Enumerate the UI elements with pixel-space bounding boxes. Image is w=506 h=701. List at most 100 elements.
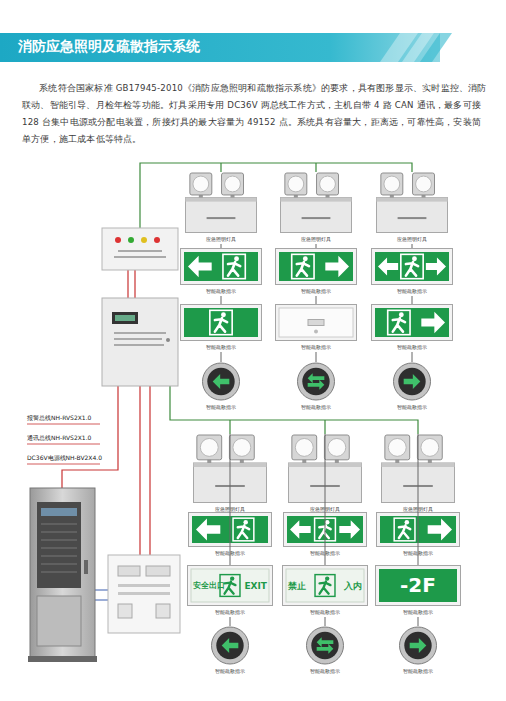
floor-indicator: 智能疏散指示: [294, 362, 338, 412]
emergency-lamp: 应急照明灯具: [376, 172, 448, 244]
floor-indicator: 智能疏散指示: [208, 626, 252, 676]
arrow-symbol: [317, 644, 334, 654]
arrow-symbol: [308, 373, 325, 383]
wire-connector: [325, 434, 326, 558]
device-caption: 智能疏散指示: [297, 666, 353, 676]
wire-label: 报警总线NH-RVS2X1.0: [27, 414, 91, 423]
device-drawing: [180, 304, 262, 341]
arrow-symbol: [410, 638, 427, 653]
device-drawing: [283, 512, 367, 547]
arrow-symbol: [428, 519, 452, 541]
arrow-symbol: [325, 256, 349, 277]
device-drawing: [275, 248, 357, 285]
device-drawing: [288, 434, 362, 503]
wire-connector: [418, 617, 419, 626]
evacuation-sign: 智能疏散指示: [275, 304, 357, 352]
arrow-symbol: [290, 520, 311, 539]
device-caption: 智能疏散指示: [277, 548, 373, 558]
emergency-lamp: 应急照明灯具: [381, 434, 455, 514]
arrow-symbol: [378, 257, 398, 275]
wire-connector: [325, 617, 326, 626]
wire-connector: [221, 352, 222, 362]
wire-connector: [412, 352, 413, 362]
sign-text: EXIT: [244, 580, 267, 592]
arrow-symbol: [339, 520, 360, 539]
arrow-symbol: [188, 256, 212, 277]
running-man-symbol: [223, 254, 245, 278]
evacuation-sign: -2F智能疏散指示: [375, 565, 461, 617]
running-man-symbol: [394, 518, 415, 541]
device-drawing: [376, 172, 448, 233]
device-drawing: [381, 434, 455, 503]
wire-connector: [316, 244, 317, 248]
arrow-symbol: [222, 638, 239, 653]
evacuation-sign: 智能疏散指示: [376, 512, 460, 558]
evacuation-sign: 安全出口EXIT智能疏散指示: [187, 565, 273, 617]
device-drawing: [390, 362, 434, 401]
device-caption: 智能疏散指示: [365, 286, 459, 296]
evacuation-sign: 智能疏散指示: [283, 512, 367, 558]
emergency-lamp: 应急照明灯具: [288, 434, 362, 514]
wire-connector: [316, 296, 317, 304]
wire-label: 通讯总线NH-RVS2X1.0: [27, 434, 91, 443]
arrow-symbol: [196, 519, 220, 541]
emergency-lamp: 应急照明灯具: [193, 434, 267, 514]
device-caption: 应急照明灯具: [179, 234, 263, 244]
emergency-lamp: 应急照明灯具: [185, 172, 257, 244]
device-drawing: [303, 626, 347, 665]
device-drawing: [294, 362, 338, 401]
sign-text: -2F: [379, 569, 457, 602]
device-caption: 智能疏散指示: [269, 286, 363, 296]
running-man-symbol: [292, 254, 314, 278]
device-caption: 智能疏散指示: [369, 607, 467, 617]
evacuation-sign: 智能疏散指示: [180, 304, 262, 352]
device-drawing: [275, 304, 357, 341]
device-drawing: [371, 304, 453, 341]
wire-label: DC36V电源线NH-BV2X4.0: [27, 454, 102, 463]
arrow-symbol: [421, 312, 445, 333]
wire-connector: [230, 558, 231, 565]
floor-indicator: 智能疏散指示: [303, 626, 347, 676]
device-drawing: [396, 626, 440, 665]
device-caption: 智能疏散指示: [202, 666, 258, 676]
running-man-symbol: [315, 518, 336, 541]
device-caption: 智能疏散指示: [370, 548, 466, 558]
device-drawing: [188, 512, 272, 547]
device-caption: 智能疏散指示: [182, 548, 278, 558]
wire-connector: [221, 244, 222, 248]
running-man-symbol: [210, 310, 232, 334]
wire-connector: [230, 434, 231, 558]
evacuation-sign: 智能疏散指示: [371, 248, 453, 296]
wire-connector: [325, 558, 326, 565]
running-man-symbol: [388, 310, 410, 334]
device-caption: 智能疏散指示: [288, 402, 344, 412]
running-man-symbol: [315, 575, 335, 597]
device-drawing: [185, 172, 257, 233]
wire-connector: [412, 296, 413, 304]
device-drawing: [371, 248, 453, 285]
device-caption: 智能疏散指示: [181, 607, 279, 617]
floor-indicator: 智能疏散指示: [390, 362, 434, 412]
device-drawing: [280, 172, 352, 233]
floor-indicator: 智能疏散指示: [396, 626, 440, 676]
arrow-symbol: [213, 374, 230, 389]
running-man-symbol: [233, 518, 254, 541]
floor-indicator: 智能疏散指示: [199, 362, 243, 412]
device-caption: 智能疏散指示: [174, 286, 268, 296]
device-caption: 应急照明灯具: [274, 234, 358, 244]
running-man-symbol: [401, 254, 423, 278]
device-caption: 智能疏散指示: [269, 342, 363, 352]
sign-text: 入内: [344, 580, 362, 592]
wire-connector: [221, 296, 222, 304]
wire-connector: [412, 244, 413, 248]
device-caption: 智能疏散指示: [390, 666, 446, 676]
arrow-symbol: [308, 380, 325, 390]
device-drawing: [376, 512, 460, 547]
device-drawing: [199, 362, 243, 401]
sign-text: 安全出口: [193, 580, 225, 592]
wire-connector: [230, 617, 231, 626]
device-caption: 智能疏散指示: [365, 342, 459, 352]
wire-connector: [418, 434, 419, 558]
evacuation-sign: 智能疏散指示: [188, 512, 272, 558]
